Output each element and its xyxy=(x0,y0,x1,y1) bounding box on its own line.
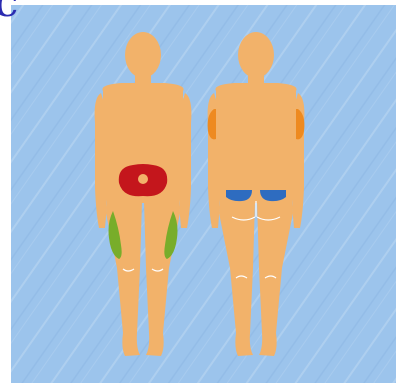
body-diagram-panel xyxy=(11,5,396,383)
panel-label: C xyxy=(0,0,18,22)
background-texture xyxy=(11,5,396,383)
navel xyxy=(138,174,148,184)
